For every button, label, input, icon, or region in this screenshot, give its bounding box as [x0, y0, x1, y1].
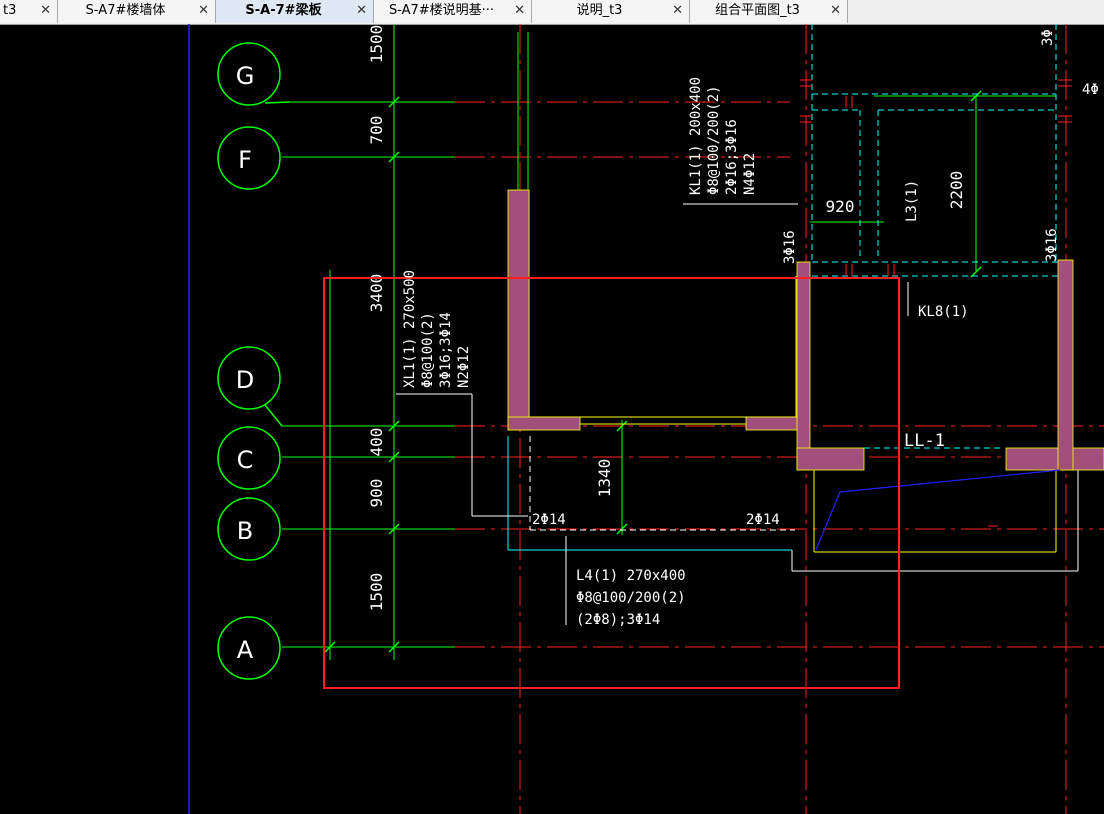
close-icon[interactable]: ✕	[672, 3, 683, 18]
axis-label-b: B	[237, 517, 253, 545]
dim-1500-top: 1500	[367, 25, 386, 64]
kl1-line-3: 2Φ16;3Φ16	[724, 119, 740, 195]
tab-label: S-A7#楼说明基···	[388, 3, 495, 18]
dim-700: 700	[367, 116, 386, 145]
selection-rectangle	[323, 277, 900, 689]
tab-label: 说明_t3	[576, 3, 623, 18]
cad-drawing-canvas[interactable]: G F D C B A 1500 700 3400 400 900 1500 1…	[0, 24, 1104, 814]
close-icon[interactable]: ✕	[198, 3, 209, 18]
kl1-line-1: KL1(1) 200x400	[688, 77, 704, 195]
xl1-line-2: Φ8@100(2)	[420, 312, 436, 388]
kl1-line-2: Φ8@100/200(2)	[706, 85, 722, 195]
leader-lines	[396, 203, 909, 625]
ll1-label: LL-1	[904, 431, 945, 451]
xl1-line-3: 3Φ16;3Φ14	[438, 312, 454, 388]
tab-label: 组合平面图_t3	[715, 3, 800, 18]
axis-label-f: F	[238, 146, 252, 174]
l4-line-3: (2Φ8);3Φ14	[576, 612, 660, 628]
rebar-3phi16-mid: 3Φ16	[782, 230, 798, 264]
tab-label: S-A7#楼墙体	[85, 3, 166, 18]
blue-diagonal	[815, 469, 1061, 551]
tab-wall[interactable]: S-A7#楼墙体 ✕	[58, 0, 216, 23]
dim-1340: 1340	[595, 459, 614, 498]
rebar-2phi14-left: 2Φ14	[532, 512, 566, 528]
tab-notes[interactable]: 说明_t3 ✕	[532, 0, 690, 23]
axis-label-d: D	[236, 366, 254, 394]
dim-920: 920	[826, 197, 855, 216]
xl1-line-4: N2Φ12	[456, 346, 472, 388]
rebar-3phi16-right: 3Φ16	[1044, 228, 1060, 262]
dim-ticks	[324, 90, 982, 653]
white-beam-outlines	[507, 436, 1079, 572]
tab-notes-foundation[interactable]: S-A7#楼说明基··· ✕	[374, 0, 532, 23]
axis-label-g: G	[236, 62, 255, 90]
rebar-top-2: 4Φ	[1082, 82, 1099, 98]
close-icon[interactable]: ✕	[514, 3, 525, 18]
xl1-line-1: XL1(1) 270x500	[402, 270, 418, 388]
dashed-beam-outlines	[811, 24, 1070, 449]
tab-combined-plan[interactable]: 组合平面图_t3 ✕	[690, 0, 848, 23]
close-icon[interactable]: ✕	[40, 3, 51, 18]
dim-3400: 3400	[367, 274, 386, 313]
tab-label: S-A-7#梁板	[245, 3, 322, 18]
axis-label-a: A	[237, 636, 254, 664]
tab-t3[interactable]: t3 ✕	[0, 0, 58, 23]
kl8-label: KL8(1)	[918, 304, 969, 320]
grid-dim-lines	[282, 24, 1056, 660]
close-icon[interactable]: ✕	[830, 3, 841, 18]
tab-beam-slab[interactable]: S-A-7#梁板 ✕	[216, 0, 374, 23]
l4-line-1: L4(1) 270x400	[576, 568, 686, 584]
yellow-outline	[528, 190, 797, 425]
dim-2200: 2200	[947, 171, 966, 210]
concrete-walls	[507, 189, 1104, 471]
dim-900: 900	[367, 479, 386, 508]
rebar-top-1: 3Φ	[1040, 29, 1056, 46]
l3-label: L3(1)	[904, 180, 920, 222]
kl1-line-4: N4Φ12	[742, 153, 758, 195]
rebar-2phi14-right: 2Φ14	[746, 512, 780, 528]
tab-label: t3	[3, 3, 17, 18]
tab-bar: t3 ✕ S-A7#楼墙体 ✕ S-A-7#梁板 ✕ S-A7#楼说明基··· …	[0, 0, 1104, 25]
dim-1500-bottom: 1500	[367, 573, 386, 612]
axis-label-c: C	[237, 446, 254, 474]
dim-400: 400	[367, 428, 386, 457]
axis-bubbles	[217, 42, 291, 680]
l4-line-2: Φ8@100/200(2)	[576, 590, 686, 606]
close-icon[interactable]: ✕	[356, 3, 367, 18]
column-marks	[800, 79, 1072, 527]
